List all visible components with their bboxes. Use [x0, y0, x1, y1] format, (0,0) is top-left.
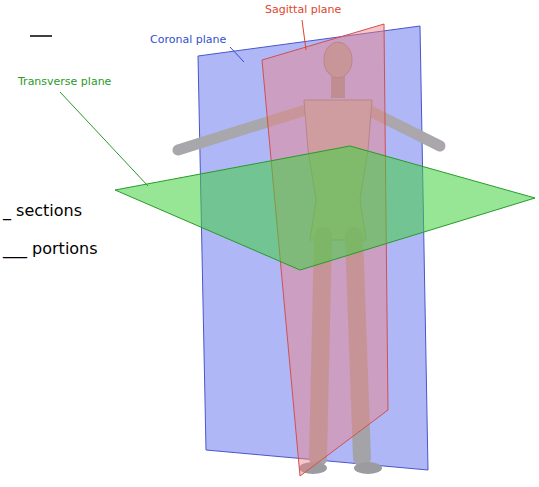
leader-line — [60, 92, 148, 186]
worksheet-text: ___ portions — [3, 240, 98, 258]
leader-line — [230, 47, 244, 62]
plane-label: Transverse plane — [18, 76, 111, 89]
transverse-plane — [115, 146, 535, 270]
plane-label: Coronal plane — [150, 34, 226, 47]
plane-label: Sagittal plane — [265, 4, 341, 17]
worksheet-text: _ sections — [3, 202, 82, 220]
blank-line — [30, 35, 52, 37]
leader-line — [302, 20, 306, 50]
